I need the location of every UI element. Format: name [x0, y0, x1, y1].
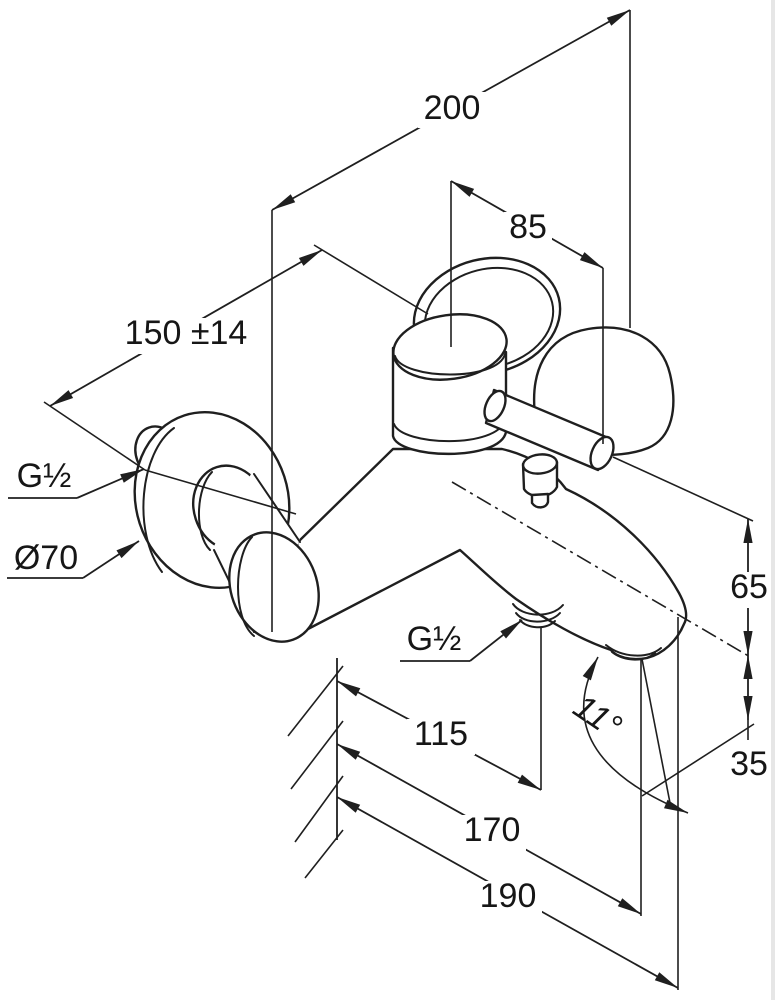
wall-hatching: [287, 665, 344, 879]
dim-190-label: 190: [480, 877, 537, 915]
dimension-arrowhead: [582, 657, 598, 681]
dimension-arrowhead: [743, 519, 753, 543]
dimension-arrowhead: [337, 797, 361, 813]
dimension-arrowhead: [337, 681, 361, 697]
spray-angle-label: 11°: [567, 687, 629, 746]
lever-handle: [483, 388, 615, 472]
spray-direction-line: [641, 658, 672, 809]
dimension-arrowhead: [272, 194, 296, 210]
dimension-arrowhead: [606, 10, 630, 26]
dimension-arrowhead: [298, 250, 322, 266]
dimension-arrowhead: [500, 620, 522, 639]
cartridge-housing: [391, 313, 508, 455]
inlet-nipple: [212, 472, 320, 643]
dimension-arrowhead: [743, 631, 753, 655]
dimension-arrowhead: [654, 972, 678, 988]
dimension-arrowhead: [664, 799, 688, 813]
union-axis-line: [144, 469, 297, 515]
dim-150-ref-left: [43, 401, 146, 471]
dimension-arrowhead: [579, 252, 603, 268]
dim-35-ref-bottom: [641, 723, 755, 797]
dim-65-label: 65: [730, 568, 768, 606]
dimension-arrowhead: [743, 696, 753, 720]
wall-thread-label: G½: [17, 457, 72, 495]
escutcheon-dia-label: Ø70: [14, 539, 78, 577]
label-backgrounds: [107, 92, 771, 917]
dimension-arrowhead: [337, 744, 361, 760]
dimension-arrowhead: [50, 390, 74, 406]
shower-outlet-threads: [512, 603, 564, 629]
dim-150-label: 150 ±14: [125, 314, 248, 352]
dim-150-ref-right: [313, 244, 429, 315]
dimension-arrowhead: [116, 541, 139, 559]
dimension-arrowhead: [120, 469, 144, 483]
dimension-arrowhead: [451, 181, 475, 197]
dimension-arrowhead: [617, 898, 641, 914]
dim-200-label: 200: [424, 89, 481, 127]
diverter-knob: [521, 453, 559, 509]
dim-65-ref-top: [612, 456, 754, 522]
dim-115-label: 115: [414, 715, 468, 753]
dimension-arrowhead: [517, 774, 541, 790]
dim-35-label: 35: [730, 745, 768, 783]
dimension-arrowhead: [743, 655, 753, 679]
outlet-thread-label: G½: [407, 620, 462, 658]
arrowheads: [50, 10, 753, 988]
spray-angle-arc: [582, 656, 689, 814]
scan-edge-shadow: [771, 0, 775, 1000]
dim-170-label: 170: [464, 811, 521, 849]
mixer-body-and-spout: [295, 447, 688, 661]
dim-85-label: 85: [509, 208, 547, 246]
